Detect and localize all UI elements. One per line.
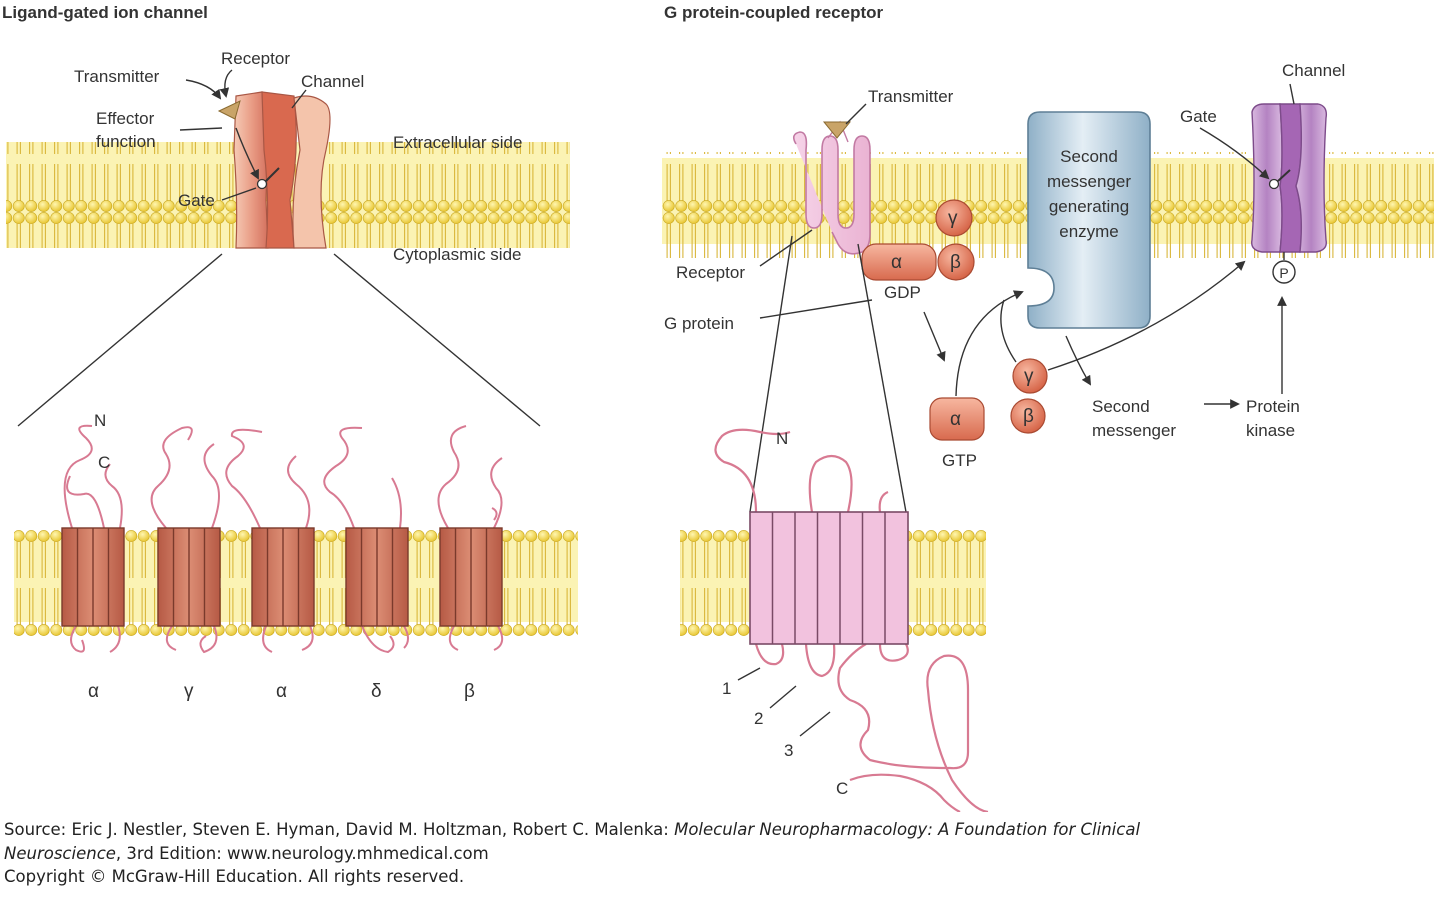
enzyme-text-line2: messenger (1047, 172, 1131, 191)
right-pointer-lines (759, 83, 1295, 409)
g-protein-beta-membrane (937, 243, 975, 281)
source-text: Source: Eric J. Nestler, Steven E. Hyman… (4, 820, 675, 839)
right-n-terminus-label: N (776, 429, 788, 448)
left-zoom-line-b (333, 253, 541, 427)
g-protein-gamma-membrane (935, 199, 973, 237)
extracellular-label: Extracellular side (393, 133, 522, 152)
g-protein-beta-free (1010, 398, 1046, 434)
left-gate-bar (265, 167, 280, 182)
second-messenger-enzyme (1027, 111, 1151, 329)
right-zoom-line-a (749, 235, 793, 513)
gpcr-loops (714, 428, 989, 812)
right-gate-circle (1268, 178, 1280, 190)
second-messenger-label-line2: messenger (1092, 421, 1176, 440)
second-messenger-label-line1: Second (1092, 397, 1150, 416)
gdp-label: GDP (884, 283, 921, 302)
right-gate-bar (1277, 169, 1291, 182)
left-channel-label: Channel (301, 72, 364, 91)
subunit-beta (439, 527, 503, 627)
left-pointer-lines (179, 69, 307, 201)
beta-label-membrane: β (950, 252, 961, 273)
cytoplasmic-label: Cytoplasmic side (393, 245, 522, 264)
subunit-alpha-2 (251, 527, 315, 627)
right-channel-label: Channel (1282, 61, 1345, 80)
right-panel-title: G protein-coupled receptor (664, 3, 884, 22)
right-receptor-label: Receptor (676, 263, 745, 282)
beta-label-free: β (1023, 406, 1034, 427)
left-gate-label: Gate (178, 191, 215, 210)
right-gate-label: Gate (1180, 107, 1217, 126)
left-transmitter-triangle (217, 100, 241, 120)
g-protein-gamma-free (1012, 358, 1048, 394)
right-transmitter-triangle (822, 121, 852, 139)
left-transmitter-label: Transmitter (74, 67, 160, 86)
enzyme-text-line1: Second (1060, 147, 1118, 166)
ligand-gated-channel (233, 91, 331, 249)
right-zoom-line-b (857, 243, 907, 513)
g-protein-alpha-membrane (861, 243, 937, 281)
loop-number-1: 1 (722, 679, 731, 698)
left-c-terminus-label: C (98, 453, 110, 472)
gpcr-effector-channel (1251, 103, 1328, 253)
left-zoom-line-a (17, 253, 223, 427)
gtp-label: GTP (942, 451, 977, 470)
footer-line-1: Source: Eric J. Nestler, Steven E. Hyman… (4, 818, 1438, 842)
phospho-label: P (1279, 265, 1288, 281)
alpha-label-free: α (950, 409, 961, 430)
gpcr-receptor (792, 131, 871, 255)
subunit-label-2: γ (184, 681, 194, 702)
subunit-alpha-1 (61, 527, 125, 627)
subunit-label-5: β (464, 681, 475, 702)
phospho-circle (1272, 260, 1296, 284)
subunit-label-4: δ (371, 681, 382, 702)
gamma-label-membrane: γ (948, 208, 958, 229)
alpha-label-membrane: α (891, 252, 902, 273)
source-footer: Source: Eric J. Nestler, Steven E. Hyman… (4, 818, 1438, 889)
subunit-delta (345, 527, 409, 627)
subunit-gamma (157, 527, 221, 627)
loop-number-2: 2 (754, 709, 763, 728)
effector-label-line2: function (96, 132, 156, 151)
effector-label-line1: Effector (96, 109, 155, 128)
gpcr-7tm-block (749, 511, 909, 645)
left-n-terminus-label: N (94, 411, 106, 430)
right-c-terminus-label: C (836, 779, 848, 798)
left-gate-circle (256, 178, 268, 190)
gamma-label-free: γ (1024, 366, 1034, 387)
protein-kinase-label-line1: Protein (1246, 397, 1300, 416)
left-panel-title: Ligand-gated ion channel (2, 3, 208, 22)
copyright-text: Copyright © McGraw-Hill Education. All r… (4, 867, 465, 886)
subunit-label-3: α (276, 681, 287, 702)
receptor-diagram: Ligand-gated ion channel Transmitter Rec… (2, 3, 1434, 812)
loop-number-ticks (737, 667, 831, 737)
g-protein-alpha-free (929, 397, 985, 441)
subunit-label-1: α (88, 681, 99, 702)
left-subunit-lower-loops (70, 625, 504, 654)
left-subunit-loops (63, 424, 503, 529)
book-title-part2: Neuroscience (4, 843, 116, 863)
footer-line-2: Neuroscience, 3rd Edition: www.neurology… (4, 842, 1438, 866)
edition-text: , 3rd Edition: www.neurology.mhmedical.c… (115, 843, 489, 863)
book-title-part1: Molecular Neuropharmacology: A Foundatio… (674, 820, 1141, 839)
left-receptor-label: Receptor (221, 49, 290, 68)
right-transmitter-label: Transmitter (868, 87, 954, 106)
g-protein-label: G protein (664, 314, 734, 333)
protein-kinase-label-line2: kinase (1246, 421, 1295, 440)
loop-number-3: 3 (784, 741, 793, 760)
enzyme-text-line3: generating (1049, 197, 1129, 216)
enzyme-text-line4: enzyme (1059, 222, 1119, 241)
